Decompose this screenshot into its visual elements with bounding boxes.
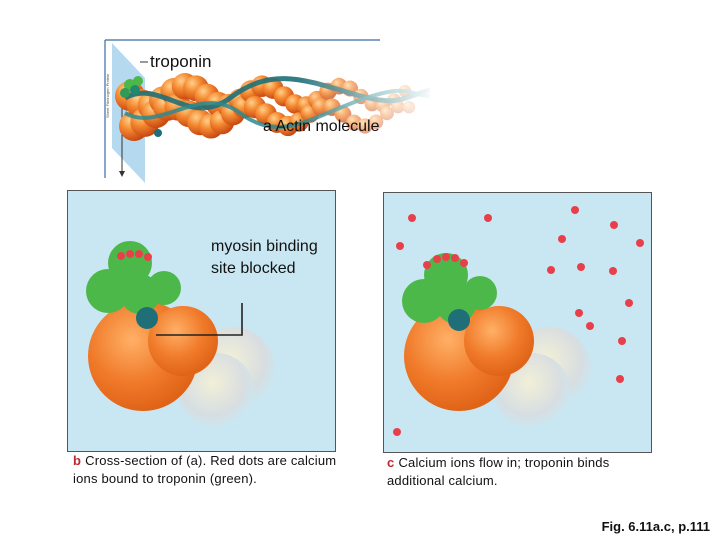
bound-calcium-ions — [117, 250, 152, 261]
tropomyosin-dot — [448, 309, 470, 331]
troponin-lobe-4 — [463, 276, 497, 310]
cross-section-panel-c — [383, 192, 652, 453]
tropomyosin-dot — [136, 307, 158, 329]
free-calcium-ions — [393, 206, 644, 436]
actin-molecule-label: a Actin molecule — [263, 118, 380, 135]
actin-filament-illustration: Sheet Fibrinogen Protein — [100, 38, 431, 183]
caption-c-text: Calcium ions flow in; troponin binds add… — [387, 455, 610, 488]
actin-subunit-2 — [148, 306, 218, 376]
cross-section-panel-b — [67, 190, 336, 452]
cross-section-graphic-b — [86, 241, 275, 429]
myosin-binding-site-label: myosin binding site blocked — [211, 238, 318, 277]
troponin-lobe-2 — [402, 279, 446, 323]
caption-b-letter: b — [73, 453, 82, 468]
caption-b-text: Cross-section of (a). Red dots are calci… — [73, 453, 337, 486]
bound-calcium-ions — [423, 253, 468, 269]
cross-section-graphic-c — [393, 206, 644, 436]
caption-c-letter: c — [387, 455, 395, 470]
troponin-label: troponin — [150, 52, 212, 71]
actin-subunit-2 — [464, 306, 534, 376]
figure-reference: Fig. 6.11a.c, p.111 — [601, 519, 710, 534]
myosin-site-leader-line — [156, 303, 243, 336]
side-credit-text: Sheet Fibrinogen Protein — [105, 74, 110, 118]
actin-filament-graphic: Sheet Fibrinogen Protein — [104, 39, 431, 183]
down-arrow-icon — [119, 171, 125, 177]
troponin-lobe-4 — [147, 271, 181, 305]
troponin-cluster — [120, 76, 162, 137]
troponin-lobe-2 — [86, 269, 130, 313]
